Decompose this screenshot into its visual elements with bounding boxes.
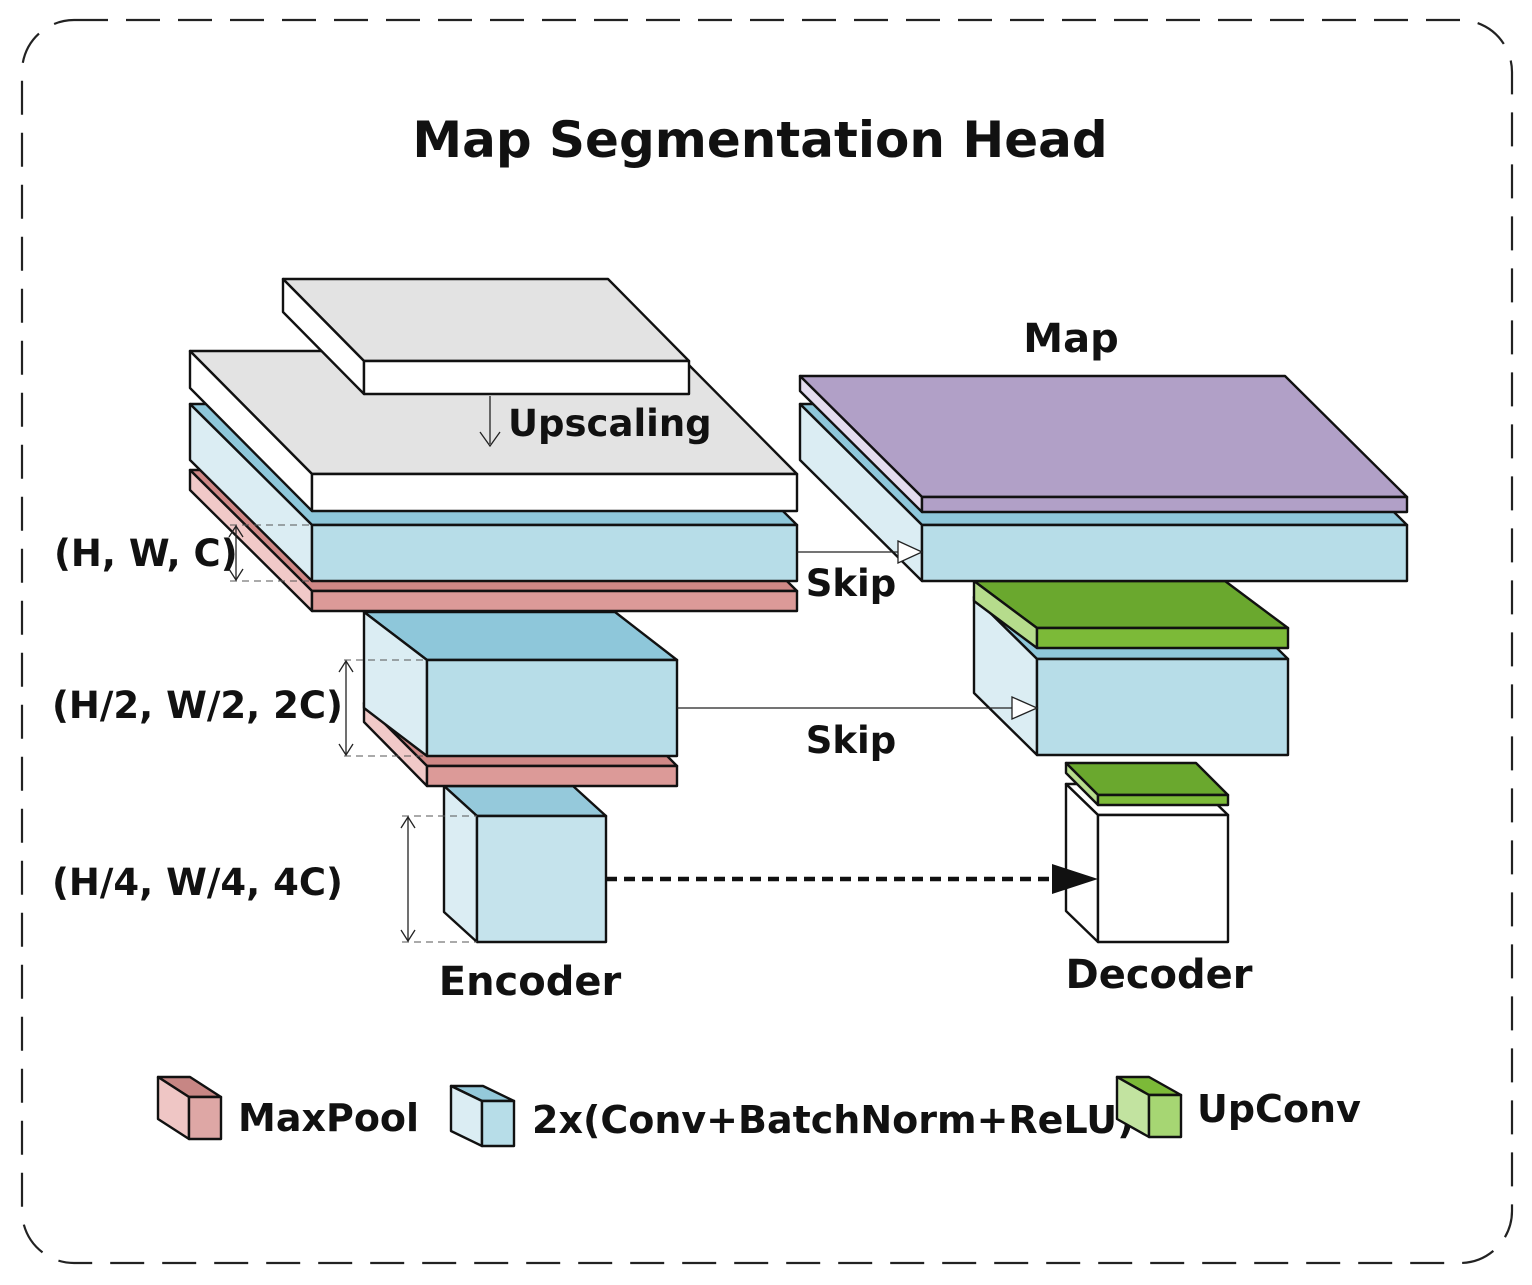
legend-item-conv: 2x(Conv+BatchNorm+ReLU)	[449, 1084, 1135, 1148]
bottleneck-arrow	[606, 864, 1098, 894]
decoder-level3-upconv	[1064, 761, 1230, 807]
encoder-level2-conv-block	[362, 610, 679, 758]
upscaling-label: Upscaling	[508, 402, 712, 445]
decoder-label: Decoder	[1065, 952, 1252, 998]
encoder-level3-conv-block	[442, 784, 608, 944]
skip-connection-mid	[677, 696, 1039, 720]
diagram-title: Map Segmentation Head	[412, 111, 1107, 169]
dimension-marker-level3	[400, 815, 477, 943]
decoder-bottleneck-block	[1064, 782, 1230, 944]
dimension-label-level3: (H/4, W/4, 4C)	[52, 861, 343, 904]
legend-item-maxpool: MaxPool	[156, 1075, 419, 1141]
decoder-stack	[798, 374, 1409, 944]
skip-label-mid: Skip	[806, 719, 896, 762]
dimension-label-level2: (H/2, W/2, 2C)	[52, 684, 343, 727]
legend-label-conv: 2x(Conv+BatchNorm+ReLU)	[532, 1098, 1135, 1142]
dimension-marker-level2	[338, 659, 427, 757]
skip-connection-top	[797, 539, 924, 565]
input-layer	[281, 277, 691, 396]
skip-label-top: Skip	[806, 562, 896, 605]
upscaling-arrow	[479, 396, 501, 448]
output-map-layer	[798, 374, 1409, 514]
legend-label-upconv: UpConv	[1197, 1087, 1361, 1131]
dimension-label-level1: (H, W, C)	[54, 532, 238, 575]
map-label: Map	[1023, 316, 1118, 362]
encoder-label: Encoder	[439, 959, 622, 1005]
legend-item-upconv: UpConv	[1115, 1075, 1361, 1139]
legend-label-maxpool: MaxPool	[238, 1096, 419, 1140]
dashed-frame	[20, 18, 1514, 1265]
dimension-marker-level1	[228, 524, 312, 582]
encoder-stack	[188, 277, 799, 944]
legend: MaxPool 2x(Conv+BatchNorm+ReLU) UpConv	[156, 1075, 1361, 1148]
